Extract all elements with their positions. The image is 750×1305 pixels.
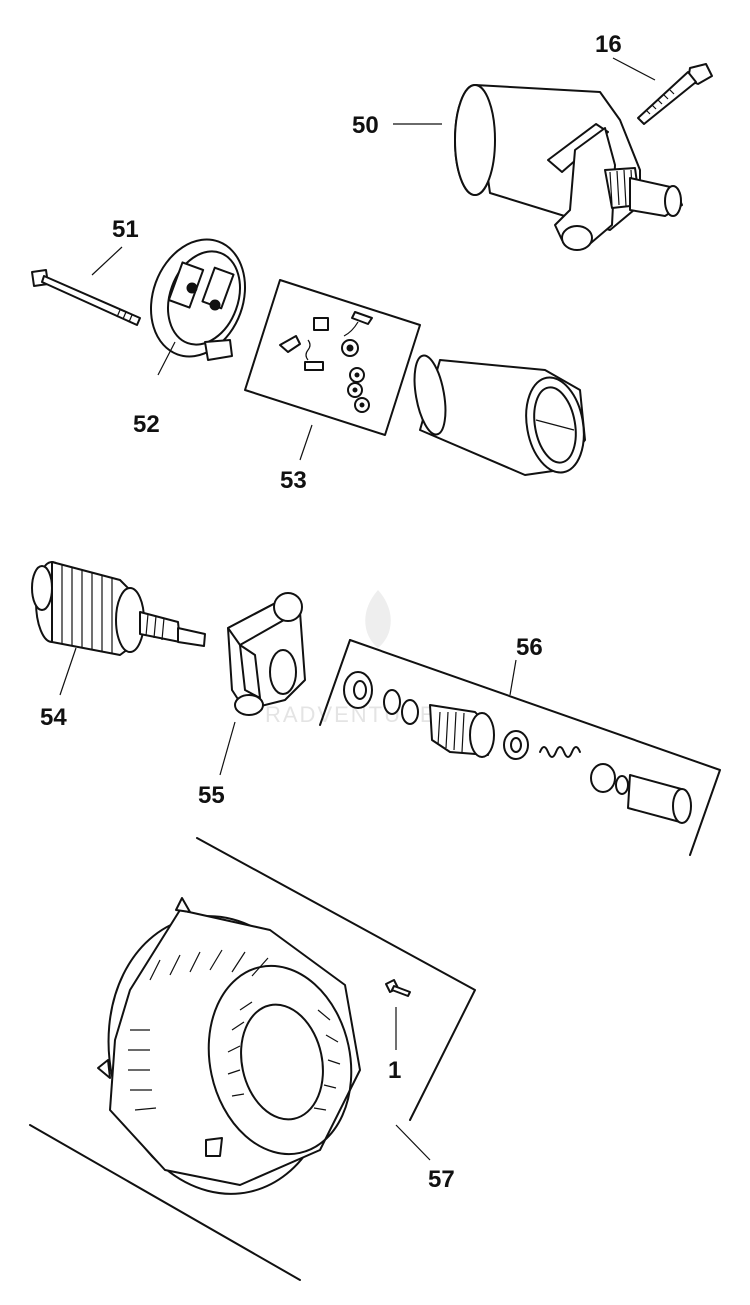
label-16: 16 [595, 31, 622, 58]
label-1: 1 [388, 1057, 401, 1084]
part-51-through-bolt [31, 246, 141, 326]
part-54-armature [31, 561, 206, 696]
label-53: 53 [280, 467, 307, 494]
part-50-starter-motor [393, 84, 683, 251]
part-55-drive-end-bracket [219, 592, 306, 776]
label-55: 55 [198, 782, 225, 809]
part-1-screw [385, 979, 411, 1050]
part-57-shroud [29, 837, 476, 1281]
label-54: 54 [40, 704, 67, 731]
label-50: 50 [352, 112, 379, 139]
label-52: 52 [133, 411, 160, 438]
watermark-flame-icon [365, 590, 391, 648]
motor-housing [413, 354, 586, 476]
label-51: 51 [112, 216, 139, 243]
part-52-end-cap [149, 238, 247, 376]
part-16-bolt [612, 57, 713, 125]
part-labels: 16 50 51 52 53 54 55 56 1 57 [40, 31, 622, 1193]
label-56: 56 [516, 634, 543, 661]
label-57: 57 [428, 1166, 455, 1193]
part-56-drive-kit [319, 639, 721, 856]
part-53-brush-kit [244, 279, 421, 461]
